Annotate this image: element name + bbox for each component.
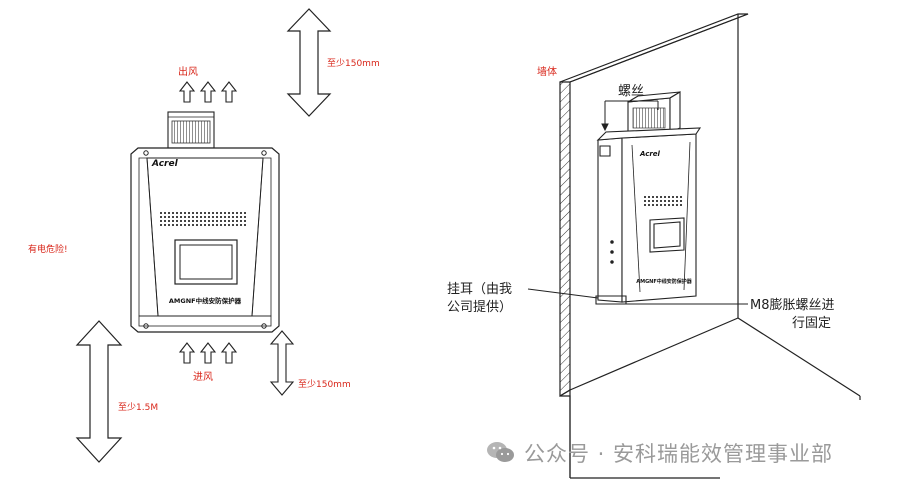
device-front: Acrel AMGNF中线安防保护器 bbox=[130, 147, 280, 333]
danger-label: 有电危险! bbox=[28, 243, 68, 255]
brand-logo: Acrel bbox=[151, 159, 179, 169]
wall-mount-view: 墙体 bbox=[447, 13, 861, 479]
inlet-label: 进风 bbox=[193, 371, 213, 383]
device-side-name: AMGNF中线安防保护器 bbox=[636, 278, 693, 285]
wall bbox=[559, 13, 861, 479]
vent-grille bbox=[160, 212, 248, 226]
top-clearance-label: 至少150mm bbox=[327, 58, 380, 69]
ear-label-line1: 挂耳（由我 bbox=[447, 282, 512, 297]
top-clearance-arrow bbox=[286, 8, 332, 117]
bottom-clearance-label: 至少1.5M bbox=[118, 402, 158, 413]
device-name: AMGNF中线安防保护器 bbox=[169, 296, 242, 305]
inlet-arrows bbox=[178, 342, 238, 364]
bolt-label-line2: 行固定 bbox=[792, 316, 831, 331]
top-fan-box bbox=[167, 111, 215, 149]
display-screen bbox=[174, 239, 238, 285]
wechat-icon bbox=[486, 440, 516, 466]
watermark: 公众号 · 安科瑞能效管理事业部 bbox=[486, 436, 833, 470]
front-view: 至少150mm 出风 Acr bbox=[28, 8, 380, 463]
wall-label: 墙体 bbox=[537, 65, 557, 78]
outlet-label: 出风 bbox=[178, 65, 198, 78]
device-side-logo: Acrel bbox=[639, 150, 661, 158]
ear-label-line2: 公司提供） bbox=[447, 299, 512, 315]
watermark-text: 公众号 · 安科瑞能效管理事业部 bbox=[524, 442, 834, 466]
ear-leader bbox=[527, 288, 599, 299]
bolt-label-line1: M8膨胀螺丝进 bbox=[750, 298, 835, 313]
device-side bbox=[595, 91, 702, 305]
screw-leader bbox=[601, 100, 659, 132]
outlet-arrows bbox=[178, 81, 238, 103]
bottom-right-clearance-label: 至少150mm bbox=[298, 379, 351, 390]
bottom-right-clearance-arrow bbox=[269, 330, 295, 396]
bottom-clearance-arrow bbox=[75, 320, 123, 463]
screw-label: 螺丝 bbox=[618, 84, 644, 99]
